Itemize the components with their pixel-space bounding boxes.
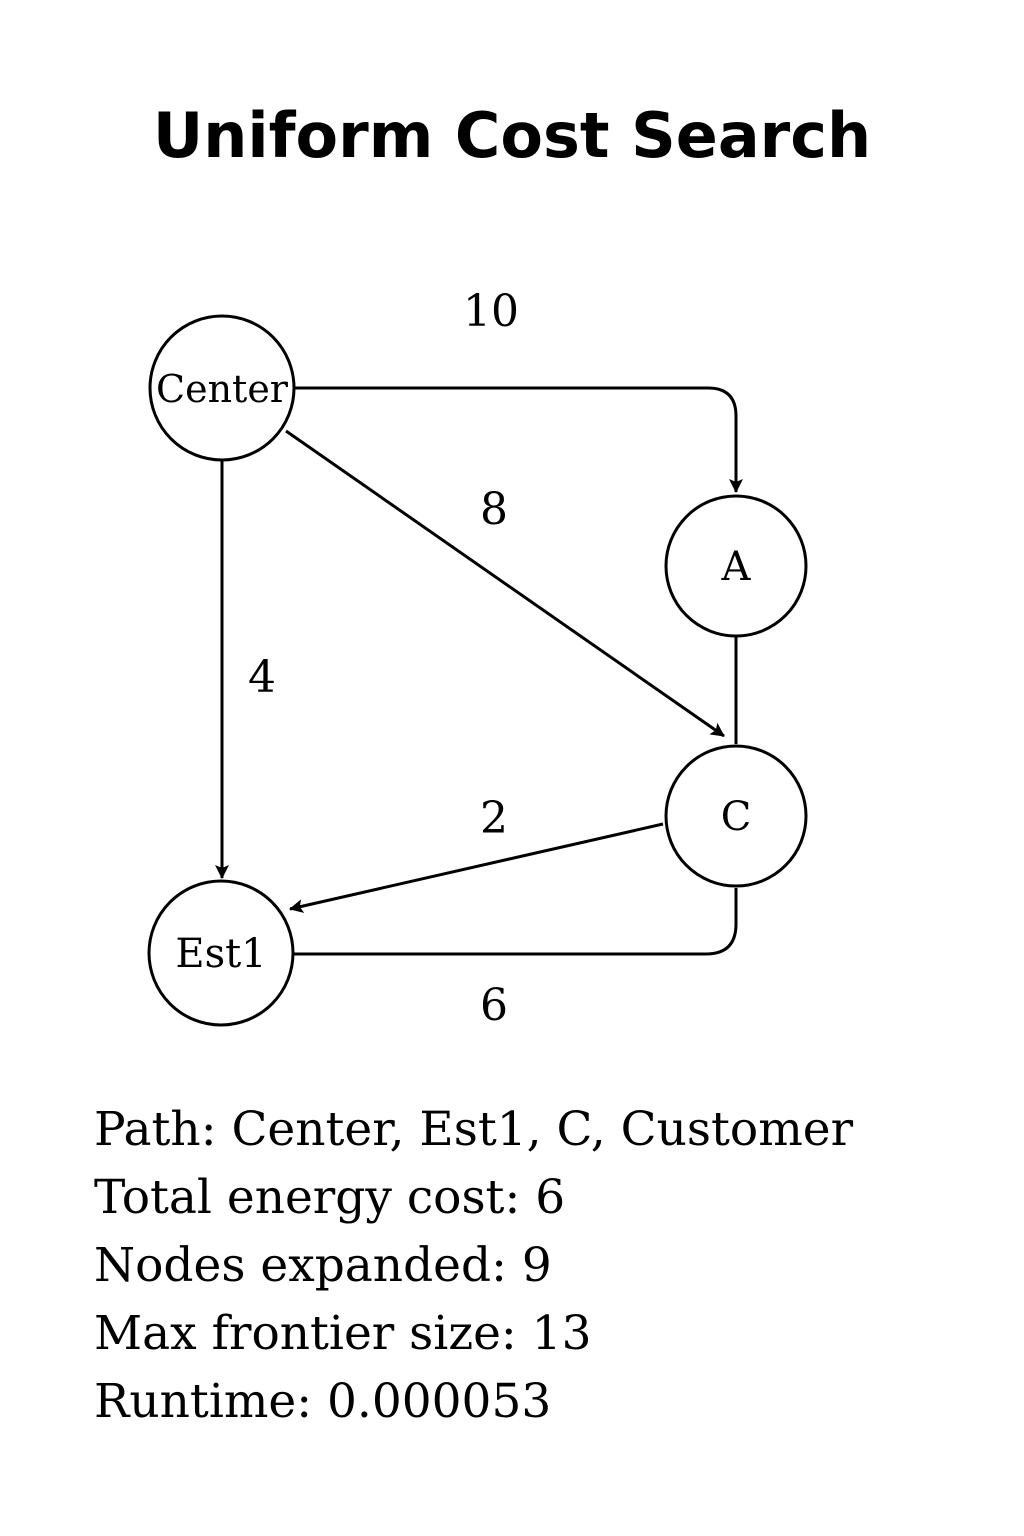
node-est1-label: Est1 [175, 931, 266, 977]
edge-est1-c-cost: 6 [480, 980, 508, 1031]
node-c: C [664, 744, 808, 888]
total-cost-result: Total energy cost: 6 [94, 1170, 566, 1225]
edge-c-est1-cost: 2 [480, 793, 508, 844]
node-center-label: Center [156, 367, 289, 411]
edge-center-c [285, 429, 725, 738]
edge-center-est1-cost: 4 [248, 652, 276, 703]
node-a-label: A [721, 544, 752, 590]
diagram-title: Uniform Cost Search [152, 99, 872, 172]
edge-center-c-cost: 8 [480, 484, 508, 535]
nodes-expanded-result: Nodes expanded: 9 [94, 1238, 552, 1293]
runtime-result: Runtime: 0.000053 [94, 1374, 552, 1429]
edge-c-est1 [289, 822, 664, 913]
edge-center-a-cost: 10 [463, 286, 519, 337]
node-center: Center [148, 314, 296, 462]
search-results: Path: Center, Est1, C, Customer Total en… [94, 1096, 853, 1436]
max-frontier-result: Max frontier size: 13 [94, 1306, 592, 1361]
node-c-label: C [721, 794, 752, 840]
node-est1: Est1 [147, 879, 295, 1027]
edge-est1-c [294, 888, 738, 956]
node-a: A [664, 494, 808, 638]
edge-center-a [295, 386, 743, 493]
path-result: Path: Center, Est1, C, Customer [94, 1102, 854, 1157]
